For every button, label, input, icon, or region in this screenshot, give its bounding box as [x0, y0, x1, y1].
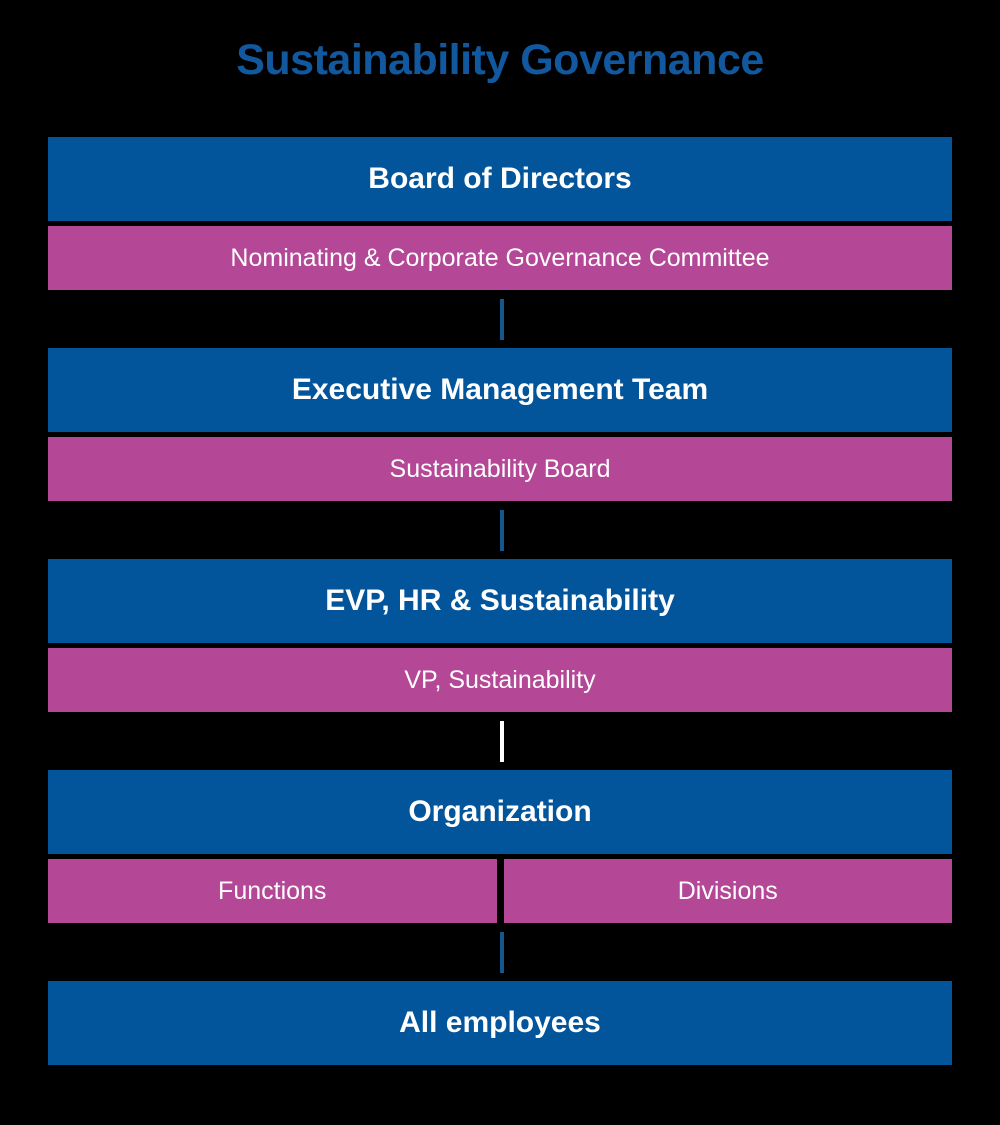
primary-bar-label: All employees [399, 1006, 601, 1039]
primary-bar-evp-hr-sustainability: EVP, HR & Sustainability [48, 559, 952, 643]
level-executive-management-team: Executive Management Team Sustainability… [48, 348, 952, 501]
connector-line-2 [500, 510, 504, 551]
secondary-bar-functions: Functions [48, 859, 497, 923]
primary-bar-executive-management-team: Executive Management Team [48, 348, 952, 432]
primary-bar-label: Organization [408, 795, 592, 828]
primary-bar-board-of-directors: Board of Directors [48, 137, 952, 221]
level-board-of-directors: Board of Directors Nominating & Corporat… [48, 137, 952, 290]
primary-bar-all-employees: All employees [48, 981, 952, 1065]
secondary-bar-split-row: Functions Divisions [48, 859, 952, 923]
primary-bar-label: EVP, HR & Sustainability [325, 584, 675, 617]
secondary-bar-divisions: Divisions [503, 859, 952, 923]
primary-bar-label: Executive Management Team [291, 373, 709, 406]
secondary-bar-sustainability-board: Sustainability Board [48, 437, 952, 501]
level-organization: Organization Functions Divisions [48, 770, 952, 923]
connector-line-1 [500, 299, 504, 340]
secondary-bar-label: Functions [218, 876, 327, 905]
secondary-bar-label: Divisions [677, 876, 778, 905]
secondary-bar-vp-sustainability: VP, Sustainability [48, 648, 952, 712]
level-evp-hr-sustainability: EVP, HR & Sustainability VP, Sustainabil… [48, 559, 952, 712]
secondary-bar-label: Sustainability Board [389, 454, 611, 483]
secondary-bar-label: Nominating & Corporate Governance Commit… [230, 243, 770, 272]
primary-bar-organization: Organization [48, 770, 952, 854]
connector-line-4 [500, 932, 504, 973]
connector-line-3 [500, 721, 504, 762]
level-all-employees: All employees [48, 981, 952, 1065]
primary-bar-label: Board of Directors [368, 162, 632, 195]
secondary-bar-label: VP, Sustainability [404, 665, 596, 694]
page-title: Sustainability Governance [236, 36, 764, 84]
secondary-bar-nominating-committee: Nominating & Corporate Governance Commit… [48, 226, 952, 290]
